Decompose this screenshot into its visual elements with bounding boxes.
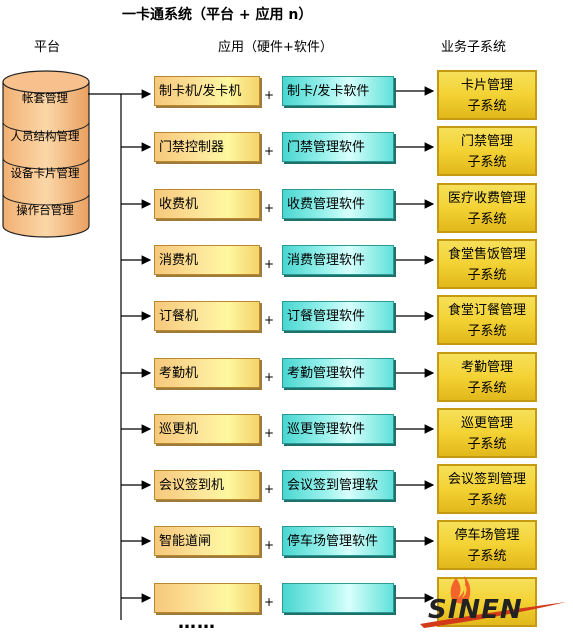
plus-sign: + — [264, 538, 275, 552]
application-header: 应用（硬件+软件） — [218, 40, 333, 55]
software-box — [282, 583, 394, 613]
hardware-box: 智能道闸 — [154, 526, 260, 556]
plus-sign: + — [264, 370, 275, 384]
platform-item-accounts: 帐套管理 — [22, 91, 68, 105]
subsystem-name: 巡更管理 — [460, 416, 513, 431]
subsystem-box: 巡更管理子系统 — [437, 408, 537, 458]
app-row: 消费机 + 消费管理软件 食堂售饭管理子系统 — [0, 239, 573, 289]
plus-sign: + — [264, 144, 275, 158]
app-row: 巡更机 + 巡更管理软件 巡更管理子系统 — [0, 408, 573, 458]
subsystem-name: 卡片管理 — [460, 78, 513, 93]
subsystem-suffix: 子系统 — [467, 212, 507, 227]
subsystem-suffix: 子系统 — [467, 324, 507, 339]
app-row: 门禁控制器 + 门禁管理软件 门禁管理子系统 — [0, 126, 573, 176]
hardware-box: 门禁控制器 — [154, 132, 260, 162]
app-row: 智能道闸 + 停车场管理软件 停车场管理子系统 — [0, 520, 573, 570]
software-box: 收费管理软件 — [282, 189, 394, 219]
subsystem-suffix: 子系统 — [467, 549, 507, 564]
software-box: 订餐管理软件 — [282, 301, 394, 331]
app-row: 考勤机 + 考勤管理软件 考勤管理子系统 — [0, 352, 573, 402]
subsystem-box: 门禁管理子系统 — [437, 126, 537, 176]
software-box: 会议签到管理软 — [282, 470, 394, 500]
subsystem-name: 考勤管理 — [460, 360, 513, 375]
plus-sign: + — [264, 426, 275, 440]
hardware-box: 消费机 — [154, 245, 260, 275]
subsystem-name: 会议签到管理 — [447, 472, 526, 487]
plus-sign: + — [264, 313, 275, 327]
subsystem-suffix: 子系统 — [467, 381, 507, 396]
subsystem-box: 停车场管理子系统 — [437, 520, 537, 570]
hardware-box: 收费机 — [154, 189, 260, 219]
subsystem-box: 卡片管理子系统 — [437, 70, 537, 120]
software-box: 制卡/发卡软件 — [282, 76, 394, 106]
plus-sign: + — [264, 88, 275, 102]
subsystem-name: 停车场管理 — [454, 528, 520, 543]
subsystem-name: 门禁管理 — [460, 134, 513, 149]
app-row: 收费机 + 收费管理软件 医疗收费管理子系统 — [0, 183, 573, 233]
sinen-logo: SINEN — [420, 576, 566, 628]
subsystem-suffix: 子系统 — [467, 437, 507, 452]
platform-database: 帐套管理 人员结构管理 设备卡片管理 操作台管理 — [2, 70, 90, 240]
app-row: 会议签到机 + 会议签到管理软 会议签到管理子系统 — [0, 464, 573, 514]
software-box: 停车场管理软件 — [282, 526, 394, 556]
diagram-title: 一卡通系统（平台 + 应用 n） — [122, 7, 313, 23]
plus-sign: + — [264, 201, 275, 215]
hardware-box: 会议签到机 — [154, 470, 260, 500]
subsystem-header: 业务子系统 — [441, 40, 507, 55]
software-box: 考勤管理软件 — [282, 358, 394, 388]
subsystem-suffix: 子系统 — [467, 99, 507, 114]
subsystem-name: 医疗收费管理 — [447, 191, 526, 206]
platform-item-device-cards: 设备卡片管理 — [10, 166, 80, 180]
plus-sign: + — [264, 257, 275, 271]
subsystem-suffix: 子系统 — [467, 155, 507, 170]
hardware-box: 考勤机 — [154, 358, 260, 388]
subsystem-box: 食堂订餐管理子系统 — [437, 295, 537, 345]
hardware-box: 订餐机 — [154, 301, 260, 331]
platform-item-personnel: 人员结构管理 — [10, 129, 80, 143]
hardware-box: 制卡机/发卡机 — [154, 76, 260, 106]
subsystem-name: 食堂售饭管理 — [447, 247, 526, 262]
more-ellipsis: …… — [178, 612, 216, 633]
platform-header: 平台 — [34, 40, 61, 55]
subsystem-box: 会议签到管理子系统 — [437, 464, 537, 514]
software-box: 消费管理软件 — [282, 245, 394, 275]
subsystem-box: 食堂售饭管理子系统 — [437, 239, 537, 289]
hardware-box: 巡更机 — [154, 414, 260, 444]
plus-sign: + — [264, 595, 275, 609]
plus-sign: + — [264, 482, 275, 496]
software-box: 门禁管理软件 — [282, 132, 394, 162]
subsystem-suffix: 子系统 — [467, 268, 507, 283]
app-row: 订餐机 + 订餐管理软件 食堂订餐管理子系统 — [0, 295, 573, 345]
hardware-box — [154, 583, 260, 613]
subsystem-suffix: 子系统 — [467, 493, 507, 508]
subsystem-box: 考勤管理子系统 — [437, 352, 537, 402]
svg-text:SINEN: SINEN — [428, 595, 523, 625]
database-cylinder-shape — [2, 70, 90, 238]
software-box: 巡更管理软件 — [282, 414, 394, 444]
app-row: 制卡机/发卡机 + 制卡/发卡软件 卡片管理子系统 — [0, 70, 573, 120]
platform-item-console: 操作台管理 — [16, 203, 74, 217]
subsystem-name: 食堂订餐管理 — [447, 303, 526, 318]
subsystem-box: 医疗收费管理子系统 — [437, 183, 537, 233]
